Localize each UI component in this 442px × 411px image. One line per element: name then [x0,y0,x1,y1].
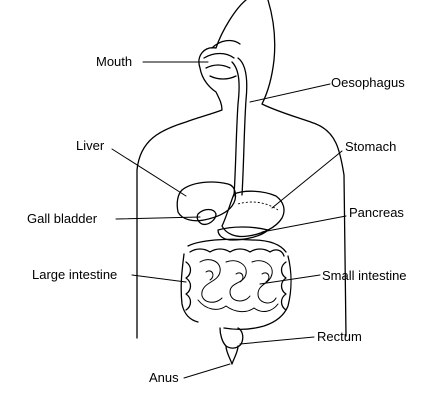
rectum-organ [219,327,244,365]
large-intestine-organ [180,238,292,330]
head-interior [203,39,241,80]
leader-pancreas [261,215,347,233]
body-outline [136,0,347,339]
label-pancreas: Pancreas [349,205,404,220]
pancreas-organ [217,226,269,241]
label-rectum: Rectum [317,329,362,344]
leader-oesophagus [249,83,331,103]
label-large-intestine: Large intestine [32,267,118,282]
leader-lines [111,61,347,379]
leader-large-intestine [131,274,187,283]
oesophagus-tube [231,57,248,197]
label-stomach: Stomach [345,139,397,154]
label-small-intestine: Small intestine [322,268,407,283]
label-liver: Liver [76,138,105,153]
leader-gall-bladder [115,216,201,220]
label-mouth: Mouth [96,54,133,69]
leader-stomach [271,150,343,209]
label-gall-bladder: Gall bladder [27,211,98,226]
leader-liver [111,148,187,197]
leader-small-intestine [259,274,321,285]
liver-organ [176,181,237,222]
leader-rectum [239,336,315,345]
gall-bladder-organ [196,208,217,226]
label-anus: Anus [149,370,179,385]
small-intestine-organ [197,259,279,313]
label-oesophagus: Oesophagus [331,75,405,90]
leader-anus [183,363,231,379]
